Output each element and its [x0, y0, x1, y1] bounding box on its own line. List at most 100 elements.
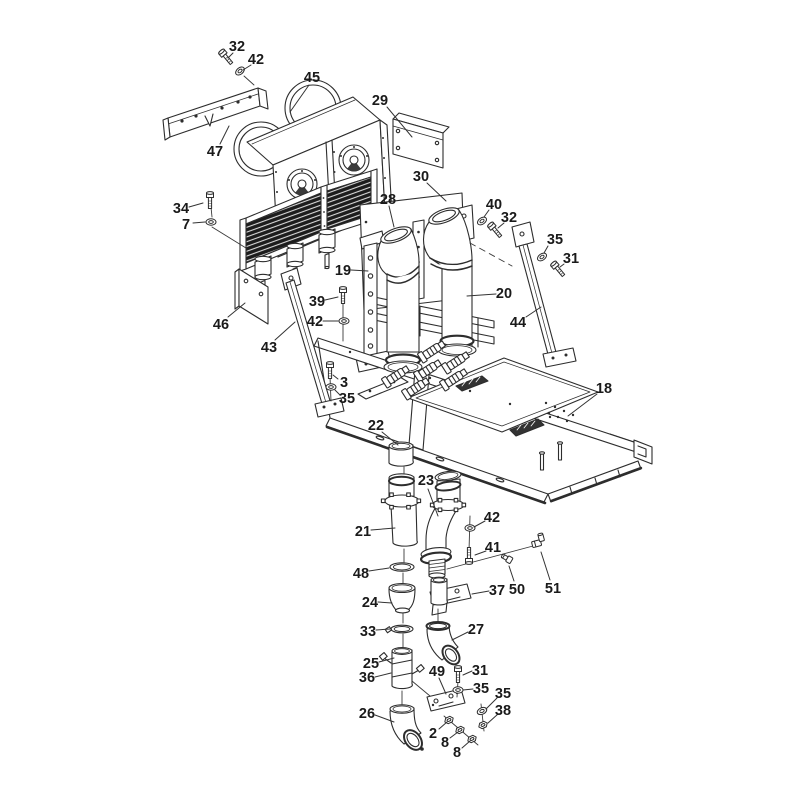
callout-label-42-26: 42 — [484, 510, 500, 526]
hardware-layer — [205, 48, 566, 744]
hw-plug-50 — [500, 553, 514, 564]
callout-label-3-20: 3 — [340, 375, 348, 391]
leader-line-24 — [377, 601, 393, 604]
leader-line-50 — [508, 565, 515, 582]
leader-line-36 — [374, 672, 392, 678]
leader-line-30 — [426, 182, 447, 202]
leader-line-37 — [471, 590, 490, 595]
callout-label-24-32: 24 — [362, 595, 378, 611]
leader-line-8 — [449, 731, 459, 739]
hw-bolt-41 — [465, 547, 473, 565]
elbow-pipe-28 — [377, 226, 423, 374]
hw-washer-35-d — [476, 706, 488, 716]
callout-label-42-16: 42 — [307, 314, 323, 330]
fan-openings — [286, 144, 370, 200]
ring-33 — [384, 624, 414, 634]
panel-46 — [234, 268, 269, 325]
leader-line-41 — [474, 550, 487, 556]
callout-label-36-36: 36 — [359, 670, 375, 686]
elbow-27 — [425, 621, 461, 666]
leader-line-19 — [350, 269, 369, 272]
callout-label-33-33: 33 — [360, 624, 376, 640]
callout-label-2-43: 2 — [429, 726, 437, 742]
skid-frame-18 — [313, 337, 653, 505]
leader-line-29 — [386, 106, 413, 138]
hw-bolt-32-top — [218, 48, 234, 66]
hw-washer-35-c — [452, 686, 464, 694]
callout-label-37-29: 37 — [489, 583, 505, 599]
callout-label-42-1: 42 — [248, 52, 264, 68]
hw-bolt-31-a — [550, 260, 566, 278]
callout-label-29-3: 29 — [372, 93, 388, 109]
callout-label-20-14: 20 — [496, 286, 512, 302]
callout-label-35-11: 35 — [547, 232, 563, 248]
callout-label-27-34: 27 — [468, 622, 484, 638]
leader-line-23 — [427, 488, 439, 517]
clamp-36 — [378, 651, 425, 675]
brace-44 — [511, 221, 577, 368]
callout-label-21-25: 21 — [355, 524, 371, 540]
hw-bolt-32-mid — [487, 221, 503, 239]
leader-line-22 — [381, 431, 399, 446]
callout-label-19-13: 19 — [335, 263, 351, 279]
leader-line-35 — [462, 688, 474, 691]
callout-label-35-40: 35 — [495, 686, 511, 702]
leader-line-31 — [559, 263, 565, 268]
callout-label-35-39: 35 — [473, 681, 489, 697]
callout-label-32-0: 32 — [229, 39, 245, 55]
callout-label-43-18: 43 — [261, 340, 277, 356]
callout-label-8-44: 8 — [441, 735, 449, 751]
outlet-tube — [430, 576, 449, 606]
leader-line-42 — [473, 520, 486, 528]
elbow-26 — [389, 704, 424, 751]
callout-label-45-2: 45 — [304, 70, 320, 86]
leader-line-33 — [375, 628, 391, 631]
leader-line-8 — [461, 740, 471, 749]
hw-washer-35-a — [537, 252, 547, 262]
leader-line-28 — [388, 205, 395, 228]
callout-label-28-8: 28 — [380, 192, 396, 208]
callout-label-40-9: 40 — [486, 197, 502, 213]
callout-label-50-30: 50 — [509, 582, 525, 598]
hw-washer-42-b — [338, 317, 350, 325]
leader-line-35 — [485, 697, 498, 710]
callout-label-7-7: 7 — [182, 217, 190, 233]
callout-label-23-24: 23 — [418, 473, 434, 489]
frame-studs — [538, 441, 564, 471]
leader-line-45 — [289, 84, 310, 113]
leader-line-27 — [451, 631, 469, 641]
leader-line-32 — [227, 52, 234, 59]
leader-line-32 — [497, 222, 505, 229]
callout-label-25-35: 25 — [363, 656, 379, 672]
cylinder-21 — [380, 473, 422, 547]
leader-line-43 — [274, 321, 296, 341]
callout-label-47-4: 47 — [207, 144, 223, 160]
hose-fittings — [381, 340, 470, 401]
leader-line-26 — [374, 714, 395, 723]
reducer-24 — [388, 582, 416, 614]
leader-line-18 — [567, 393, 598, 417]
hw-bolt-34 — [206, 191, 214, 209]
gasket-48 — [389, 562, 415, 572]
hw-bolt-3 — [326, 361, 334, 379]
hw-nut-38 — [478, 720, 488, 730]
callout-label-22-23: 22 — [368, 418, 384, 434]
leader-line-38 — [487, 713, 499, 724]
plate-49 — [426, 688, 466, 712]
callout-label-30-5: 30 — [413, 169, 429, 185]
leader-line-42 — [242, 64, 252, 71]
leader-line-31 — [462, 670, 473, 676]
callout-label-39-15: 39 — [309, 294, 325, 310]
callout-label-34-6: 34 — [173, 201, 189, 217]
leader-line-34 — [188, 202, 204, 208]
leader-line-3 — [332, 374, 339, 380]
bracket-47 — [162, 87, 269, 141]
callout-label-48-28: 48 — [353, 566, 369, 582]
callout-label-51-31: 51 — [545, 581, 561, 597]
leader-line-25 — [378, 657, 395, 663]
s-pipe-23 — [419, 470, 467, 579]
leader-line-21 — [370, 527, 396, 531]
hw-washer-35-b — [325, 383, 337, 391]
